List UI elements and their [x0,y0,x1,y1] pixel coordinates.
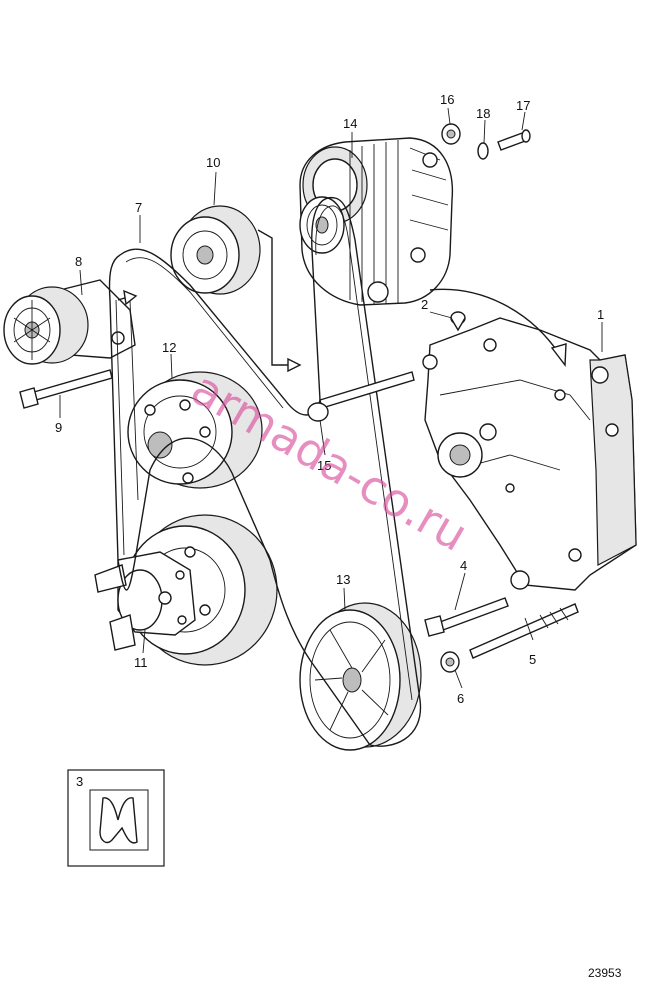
leader-lines [59,107,603,689]
nut-16 [441,123,461,145]
callout-4: 4 [460,558,467,573]
water-pump [94,551,196,651]
bolt-5 [469,603,579,659]
belt-tensioner [3,279,136,365]
callout-6: 6 [457,691,464,706]
callout-13: 13 [336,572,350,587]
alternator-pulley [299,196,345,254]
callout-17: 17 [516,98,530,113]
washer-18 [477,142,489,160]
callout-16: 16 [440,92,454,107]
assembly-arrows [117,229,567,373]
callout-12: 12 [162,340,176,355]
bolt-4 [424,597,509,637]
callout-1: 1 [597,307,604,322]
crankshaft-pulley [127,371,263,489]
callout-7: 7 [135,200,142,215]
callout-14: 14 [343,116,357,131]
stud-15 [307,371,415,422]
lower-pulley [299,602,422,751]
nut-6 [440,651,460,673]
callout-5: 5 [529,652,536,667]
callout-9: 9 [55,420,62,435]
callout-15: 15 [317,458,331,473]
spacer-2 [450,311,466,332]
callout-3: 3 [76,774,83,789]
callout-11: 11 [134,655,148,670]
callout-2: 2 [421,297,428,312]
idler-pulley [170,205,261,295]
reference-number: 23953 [588,966,622,980]
callout-18: 18 [476,106,490,121]
alternator-bracket [422,317,637,591]
bolt-17 [497,129,531,151]
belt-routing-inset [67,769,165,867]
callout-8: 8 [75,254,82,269]
tensioner-bolt [19,369,113,409]
callout-10: 10 [206,155,220,170]
